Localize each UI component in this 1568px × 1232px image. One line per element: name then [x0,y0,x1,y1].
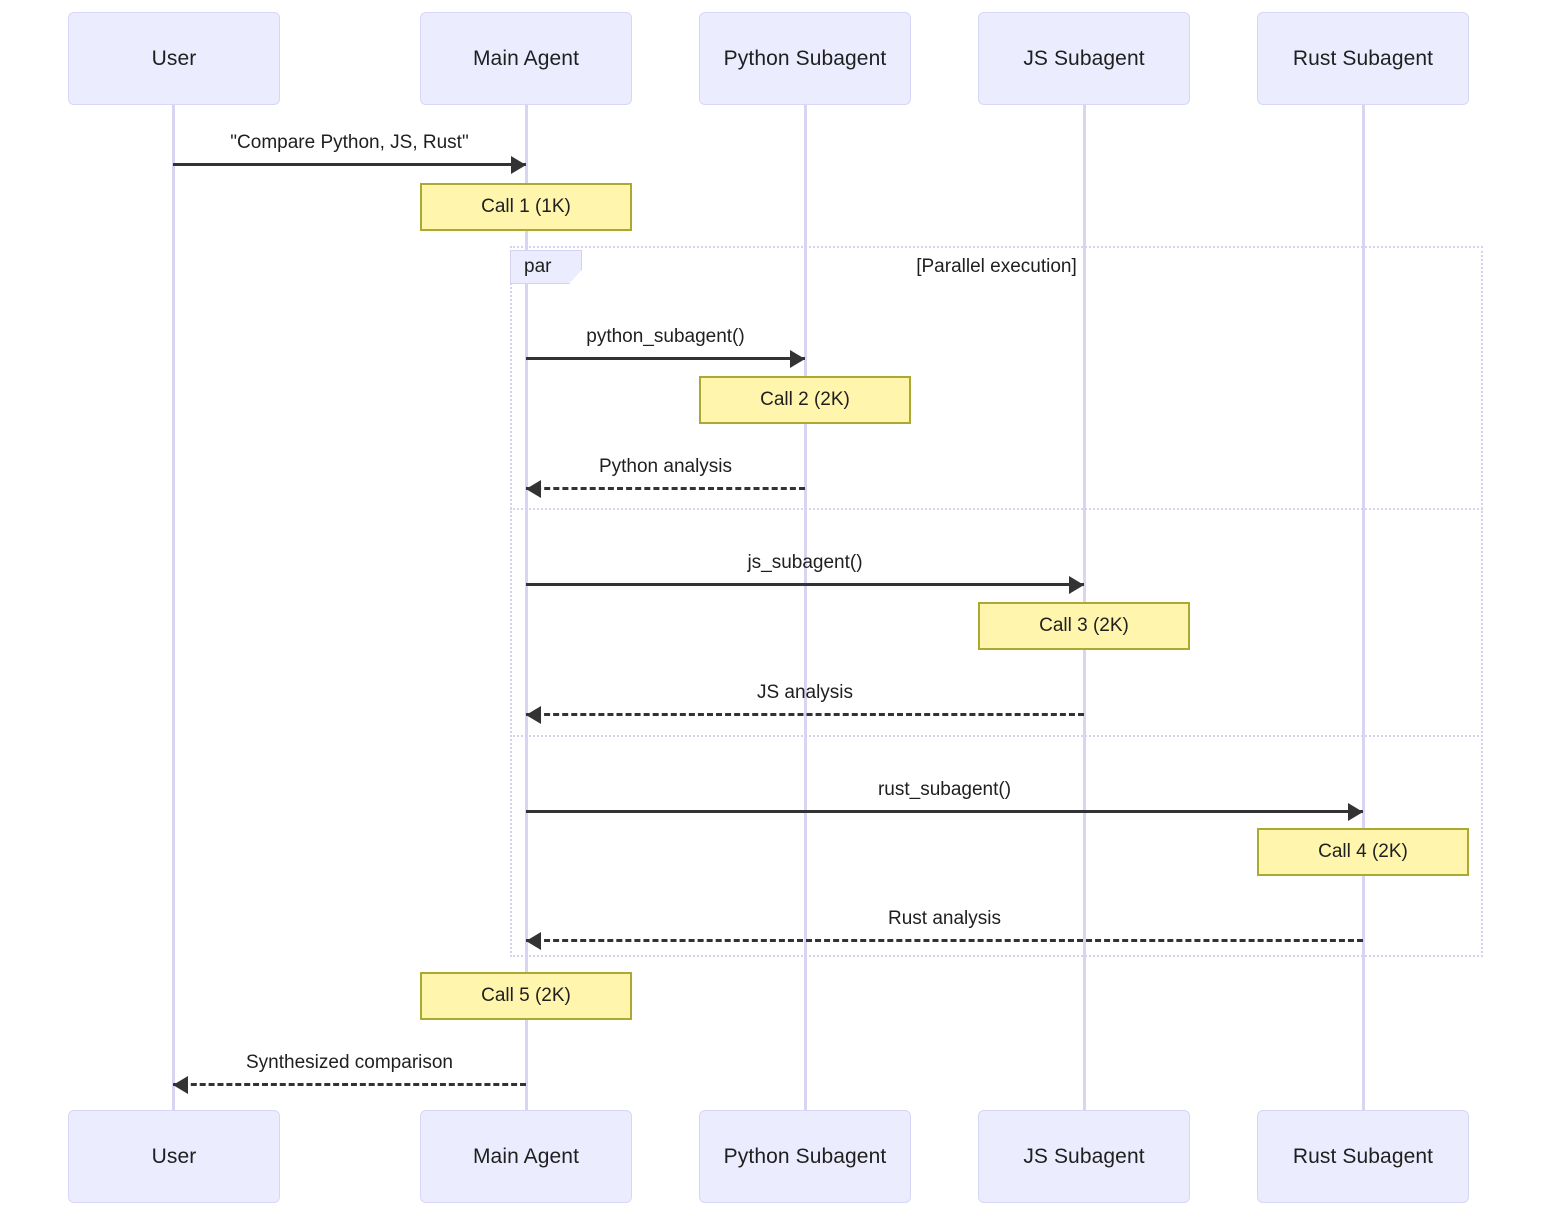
par-condition-label: [Parallel execution] [916,256,1077,277]
message-line-m3 [526,487,805,490]
message-line-m8 [173,1083,526,1086]
lifeline-user [172,105,175,1110]
participant-label-rust: Rust Subagent [1292,1144,1434,1168]
participant-box-top-js[interactable]: JS Subagent [978,12,1190,105]
participant-box-top-rust[interactable]: Rust Subagent [1257,12,1469,105]
lifeline-main [525,105,528,1110]
message-line-m5 [526,713,1084,716]
message-arrowhead-m3 [526,480,541,498]
participant-box-bottom-user[interactable]: User [68,1110,280,1203]
participant-label-python: Python Subagent [723,46,887,70]
par-divider-1 [510,508,1483,510]
message-label-m3: Python analysis [598,456,733,477]
message-arrowhead-m5 [526,706,541,724]
message-line-m4 [526,583,1084,586]
message-arrowhead-m4 [1069,576,1084,594]
message-line-m1 [173,163,526,166]
note-n1: Call 1 (1K) [420,183,632,231]
participant-box-top-main[interactable]: Main Agent [420,12,632,105]
note-label-n1: Call 1 (1K) [481,196,571,217]
participant-box-bottom-js[interactable]: JS Subagent [978,1110,1190,1203]
message-label-m4: js_subagent() [747,552,863,573]
participant-label-js: JS Subagent [1023,1144,1145,1168]
message-line-m6 [526,810,1363,813]
participant-label-user: User [151,1144,197,1168]
message-label-m7: Rust analysis [888,908,1001,929]
participant-box-bottom-python[interactable]: Python Subagent [699,1110,911,1203]
message-label-m5: JS analysis [756,682,854,703]
lifeline-python [804,105,807,1110]
message-label-m6: rust_subagent() [877,779,1012,800]
message-label-m1: "Compare Python, JS, Rust" [230,132,469,153]
par-fragment-frame [510,246,1483,957]
participant-label-rust: Rust Subagent [1292,46,1434,70]
participant-label-js: JS Subagent [1023,46,1145,70]
message-line-m7 [526,939,1363,942]
par-keyword-tab: par [510,250,582,284]
participant-label-python: Python Subagent [723,1144,887,1168]
note-n2: Call 2 (2K) [699,376,911,424]
participant-label-main: Main Agent [472,46,580,70]
message-arrowhead-m2 [790,350,805,368]
note-label-n4: Call 4 (2K) [1318,841,1408,862]
message-arrowhead-m8 [173,1076,188,1094]
message-line-m2 [526,357,805,360]
note-label-n5: Call 5 (2K) [481,985,571,1006]
note-n5: Call 5 (2K) [420,972,632,1020]
participant-label-user: User [151,46,197,70]
message-label-m8: Synthesized comparison [246,1052,453,1073]
participant-box-bottom-main[interactable]: Main Agent [420,1110,632,1203]
note-label-n3: Call 3 (2K) [1039,615,1129,636]
note-n4: Call 4 (2K) [1257,828,1469,876]
participant-box-top-python[interactable]: Python Subagent [699,12,911,105]
par-divider-2 [510,735,1483,737]
message-label-m2: python_subagent() [586,326,745,347]
message-arrowhead-m6 [1348,803,1363,821]
note-label-n2: Call 2 (2K) [760,389,850,410]
note-n3: Call 3 (2K) [978,602,1190,650]
message-arrowhead-m1 [511,156,526,174]
message-arrowhead-m7 [526,932,541,950]
participant-box-top-user[interactable]: User [68,12,280,105]
participant-label-main: Main Agent [472,1144,580,1168]
lifeline-rust [1362,105,1365,1110]
par-keyword-label: par [524,256,552,277]
participant-box-bottom-rust[interactable]: Rust Subagent [1257,1110,1469,1203]
